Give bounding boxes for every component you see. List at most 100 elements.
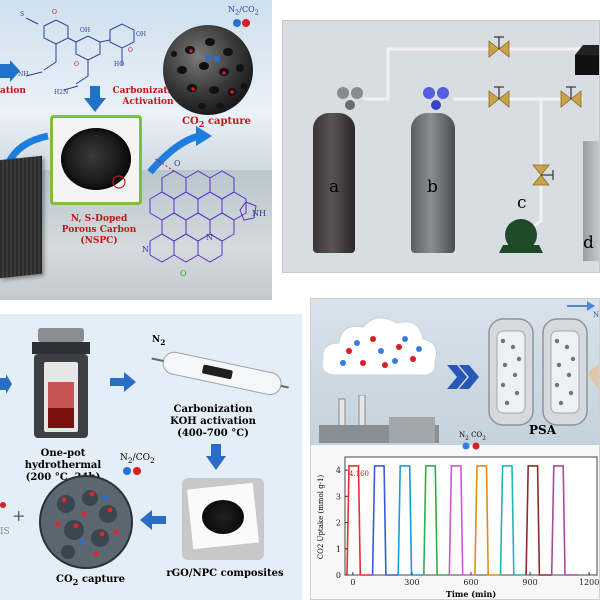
cycle-3-line — [397, 465, 424, 576]
activation-text: Activation — [122, 97, 174, 107]
co2-capture-micrograph — [39, 475, 133, 569]
feed-molecule-icon — [462, 442, 480, 450]
autoclave-icon — [32, 328, 90, 438]
carb-line3: (400-700 °C) — [177, 428, 249, 439]
tube-n2-sub: 2 — [160, 337, 166, 347]
co2-capture-tail: capture — [204, 116, 252, 127]
porous-carbon-sphere — [163, 25, 253, 115]
cycle-8-line — [525, 465, 552, 576]
nspc-powder-photo — [50, 115, 142, 205]
x-axis-label: Time (min) — [446, 589, 496, 599]
x-tick-label: 0 — [350, 578, 355, 587]
cycle-4-line — [423, 465, 450, 576]
cycle-9-line — [550, 465, 578, 576]
x-tick-label: 900 — [522, 578, 537, 587]
nspc-line3: (NSPC) — [80, 236, 118, 246]
cut-text-is: IS — [0, 527, 10, 537]
co2-capture-sub: 2 — [198, 119, 205, 129]
panel-psa-cycles: PSA N N2 CO2 0 300 600 900 1200 0 1 2 3 4 Time (m… — [310, 298, 600, 600]
composite-photo — [182, 478, 264, 560]
x-tick-label: 300 — [404, 578, 419, 587]
gas-sub2: 2 — [149, 455, 155, 465]
gas-sub2: 2 — [254, 8, 259, 17]
tube-n2-label: N2 — [152, 334, 165, 349]
svg-text:H2N: H2N — [54, 89, 68, 96]
cycle-2-line — [371, 465, 399, 576]
gas-co: /CO — [132, 453, 150, 463]
hydrothermal-line1: One-pot hydrothermal — [24, 448, 102, 471]
hydrothermal-line2: (200 °C, 24h) — [25, 472, 101, 483]
cycle-1-line — [346, 465, 373, 576]
feed-n2-sub: 2 — [465, 435, 469, 442]
svg-text:HO: HO — [114, 61, 124, 68]
capture-co: CO — [56, 574, 73, 585]
capture-sub: 2 — [72, 577, 79, 587]
capture-tail: capture — [78, 574, 126, 585]
x-tick-label: 600 — [463, 578, 478, 587]
cylinder-b-label: b — [427, 177, 438, 197]
y-axis-label: CO2 Uptake (mmol g-1) — [317, 475, 325, 560]
co2-capture-label: CO2 capture — [182, 116, 251, 130]
max-uptake-annotation: 4.160 — [349, 470, 369, 478]
tube-n2: N — [152, 335, 161, 345]
cycle-6-line — [474, 465, 501, 576]
y-tick-label: 0 — [336, 571, 341, 580]
panel-gas-setup: a b c d — [282, 20, 600, 273]
magnify-circle — [112, 175, 126, 189]
nspc-line1: N, S-Doped — [70, 214, 128, 224]
arrow-left-icon — [140, 510, 166, 530]
cylinder-a-label: a — [329, 177, 340, 197]
hydrothermal-label: One-pot hydrothermal (200 °C, 24h) — [4, 448, 122, 484]
pump-c-label: c — [517, 193, 527, 213]
svg-text:O: O — [52, 9, 57, 16]
atom-o-minus: O — [174, 159, 181, 168]
psa-label: PSA — [529, 423, 556, 437]
factory-icon — [319, 395, 439, 443]
chevron-right-icon — [447, 365, 479, 389]
cut-text-ation: ation — [0, 86, 26, 96]
composite-label: rGO/NPC composites — [166, 568, 284, 579]
carbon-block-image — [0, 155, 42, 279]
flue-gas-cloud — [321, 317, 437, 376]
cycle-5-line — [448, 465, 475, 576]
adsorption-vessel-d — [583, 141, 599, 261]
vacuum-pump — [499, 219, 543, 253]
gas-legend-n2-co2: N2/CO2 — [228, 4, 259, 19]
svg-text:S: S — [20, 11, 24, 18]
gas-molecule-icon — [123, 467, 141, 475]
nspc-label: N, S-Doped Porous Carbon (NSPC) — [54, 214, 144, 247]
atom-o: O — [180, 269, 187, 278]
carbonization-text: Carbonization — [112, 86, 184, 96]
black-powder — [61, 128, 131, 190]
gas-co: /CO — [239, 5, 255, 14]
gas-cylinder-b — [411, 113, 455, 253]
y-tick-label: 3 — [336, 492, 341, 501]
vessel-d-label: d — [583, 233, 594, 253]
x-tick-label: 1200 — [579, 578, 599, 587]
plus-sign: + — [12, 506, 26, 525]
y-tick-label: 1 — [336, 545, 341, 554]
y-tick-label: 4 — [336, 466, 341, 475]
gas-n2: N — [228, 5, 235, 14]
gas-n2: N — [120, 453, 128, 463]
svg-text:OH: OH — [136, 31, 146, 38]
feed-n2: N — [459, 431, 466, 439]
plot-area — [344, 456, 598, 576]
outlet-arrow-icon — [567, 301, 595, 311]
panel-rgo-npc-synthesis: One-pot hydrothermal (200 °C, 24h) N2 Ca… — [0, 314, 302, 600]
atom-n2: N — [142, 245, 149, 254]
gas-sub1: 2 — [235, 8, 240, 17]
y-tick-label: 2 — [336, 519, 341, 528]
nspc-structure — [149, 158, 257, 263]
arrow-right-icon — [0, 60, 20, 82]
co2-capture-label: CO2 capture — [56, 574, 125, 588]
feed-label: N2 CO2 — [459, 431, 486, 441]
svg-text:OH: OH — [80, 27, 90, 34]
cycle-7-line — [499, 465, 527, 576]
red-dot-icon — [0, 502, 6, 508]
feed-co2: CO — [471, 431, 483, 439]
composite-powder — [202, 500, 244, 534]
psa-columns — [488, 318, 599, 426]
carb-line2: KOH activation — [170, 416, 256, 427]
arrow-right-icon — [0, 374, 12, 394]
